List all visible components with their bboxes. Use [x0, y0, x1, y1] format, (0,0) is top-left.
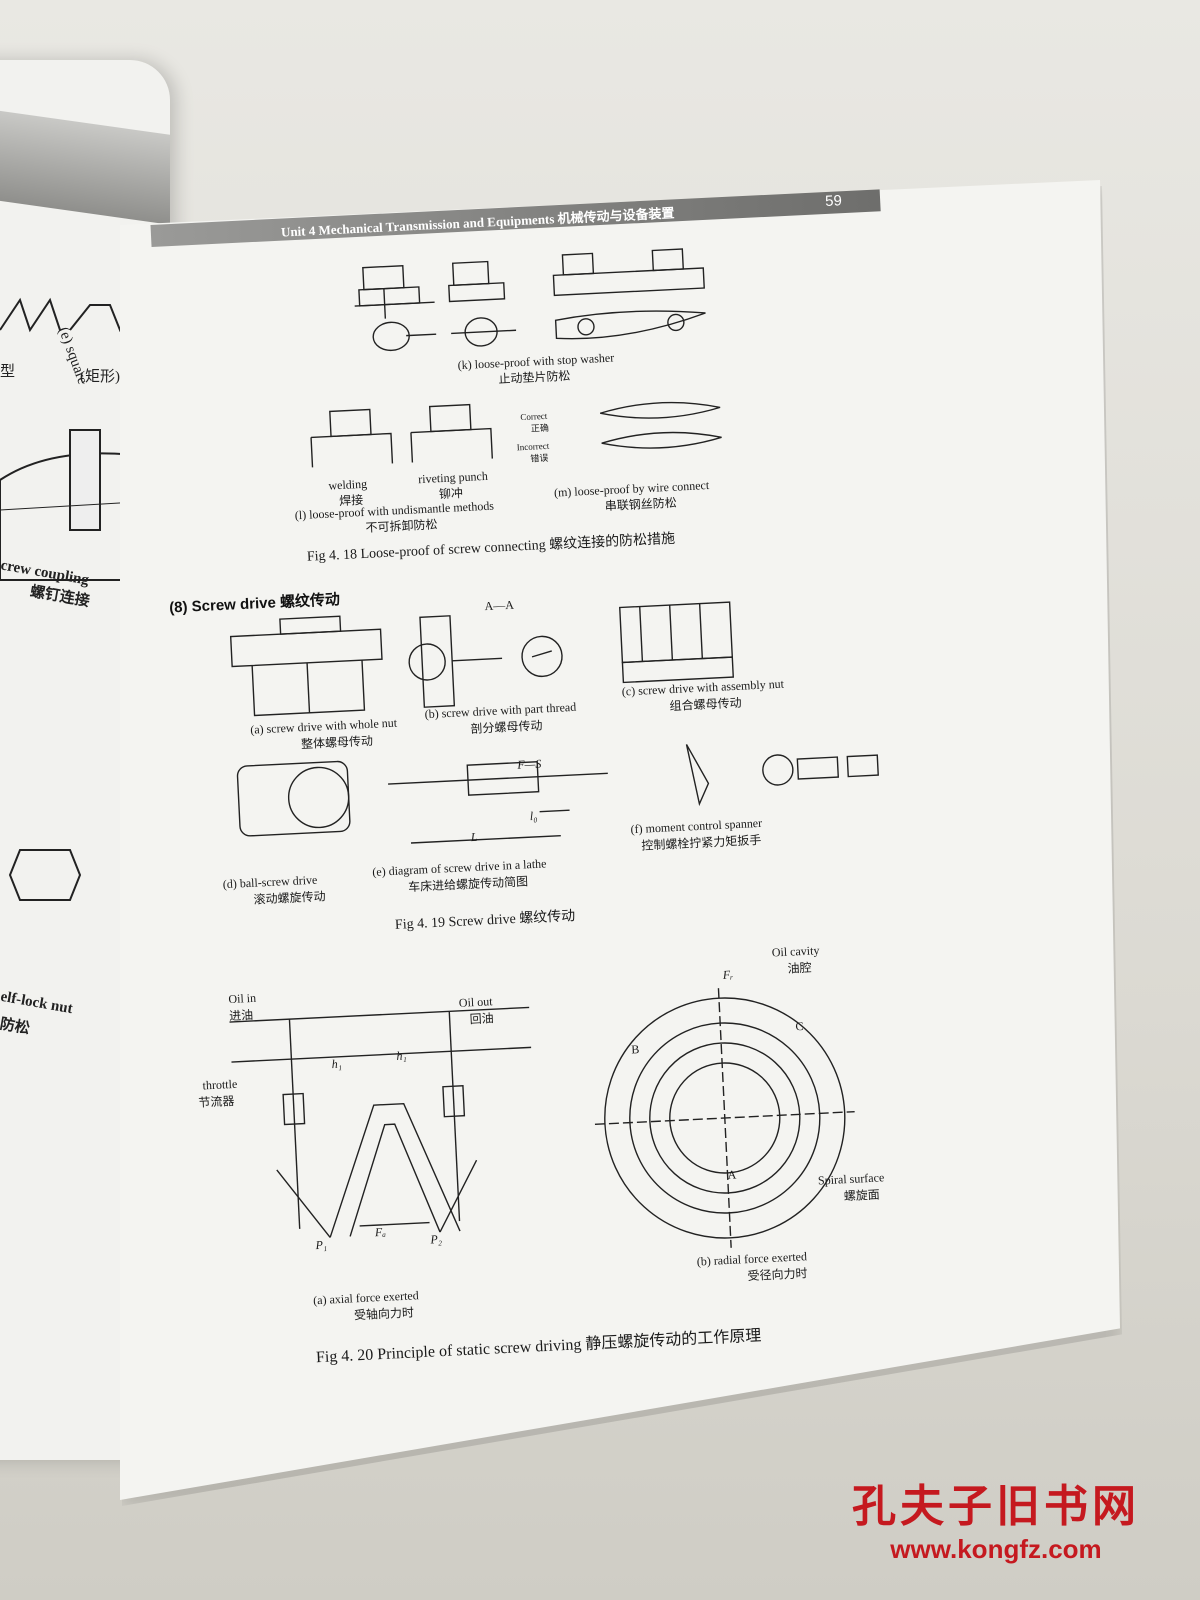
fig419-d-zh: 滚动螺旋传动 — [253, 889, 326, 907]
axial-force-drawing — [229, 1006, 532, 1238]
fig418-m-zh: 串联钢丝防松 — [604, 495, 678, 514]
fig419-aa: A—A — [484, 597, 515, 614]
fig420-label-a: A — [727, 1167, 737, 1182]
fig418-l-zh: 不可拆卸防松 — [365, 517, 438, 535]
left-label-selflock-zh: 防松 — [0, 1016, 31, 1038]
fig418-correct-zh: 正确 — [530, 422, 550, 434]
fig419-l0: l₀ — [529, 808, 538, 824]
watermark-zh: 孔夫子旧书网 — [852, 1481, 1140, 1532]
fig418-incorrect-zh: 错误 — [530, 452, 549, 464]
fig420-label-b: B — [630, 1042, 640, 1057]
fig420-oil-in: Oil in — [228, 990, 257, 1007]
fig420-spiral-zh: 螺旋面 — [843, 1187, 881, 1204]
watermark-url: www.kongfz.com — [890, 1534, 1102, 1564]
fig418-k-zh: 止动垫片防松 — [498, 368, 571, 387]
fig420-h1-right: h₁ — [396, 1048, 407, 1063]
fig420-throttle-zh: 节流器 — [198, 1093, 235, 1110]
page-content: Unit 4 Mechanical Transmission and Equip… — [150, 170, 1124, 1366]
fig420-p2: P₂ — [430, 1231, 443, 1247]
fig420-h1-left: h₁ — [331, 1056, 343, 1072]
fig419-a-zh: 整体螺母传动 — [300, 733, 374, 752]
fig419-L: L — [470, 829, 478, 845]
fig420-a-zh: 受轴向力时 — [353, 1305, 415, 1323]
fig420-label-c: C — [795, 1019, 804, 1034]
fig420-oil-out-zh: 回油 — [469, 1011, 495, 1027]
fig420-oil-cavity-zh: 油腔 — [787, 960, 812, 976]
radial-force-drawing — [594, 988, 855, 1248]
fig420-b-zh: 受径向力时 — [747, 1266, 808, 1284]
fig419-caption: Fig 4. 19 Screw drive 螺纹传动 — [394, 909, 576, 933]
fig420-oil-out: Oil out — [458, 994, 493, 1010]
fig419-fs: F—S — [516, 756, 542, 772]
fig419-row2-drawings — [236, 744, 879, 844]
stop-washer-drawings — [354, 248, 706, 352]
fig420-oil-cavity: Oil cavity — [771, 943, 820, 960]
left-label-e-zh: (矩形) — [80, 369, 120, 385]
undismantle-and-wire-drawings — [310, 401, 722, 468]
fig420-oil-in-zh: 进油 — [228, 1007, 254, 1024]
left-page-header-band — [0, 105, 170, 225]
fig418-caption: Fig 4. 18 Loose-proof of screw connectin… — [306, 531, 676, 565]
watermark: 孔夫子旧书网 www.kongfz.com — [852, 1470, 1140, 1565]
fig419-c-zh: 组合螺母传动 — [669, 695, 742, 714]
nut-drawing — [8, 849, 82, 901]
fig419-b-zh: 剖分螺母传动 — [470, 718, 543, 736]
fig419-row1-drawings — [229, 601, 735, 717]
page-number: 59 — [824, 192, 843, 210]
fig420-fa: Fₐ — [374, 1224, 387, 1240]
fig420-fr: Fᵣ — [722, 967, 734, 982]
book-page — [120, 180, 1120, 1500]
fig420-p1: P₁ — [315, 1237, 328, 1253]
left-label-type: 型 — [0, 364, 16, 380]
fig420-throttle: throttle — [202, 1076, 238, 1093]
